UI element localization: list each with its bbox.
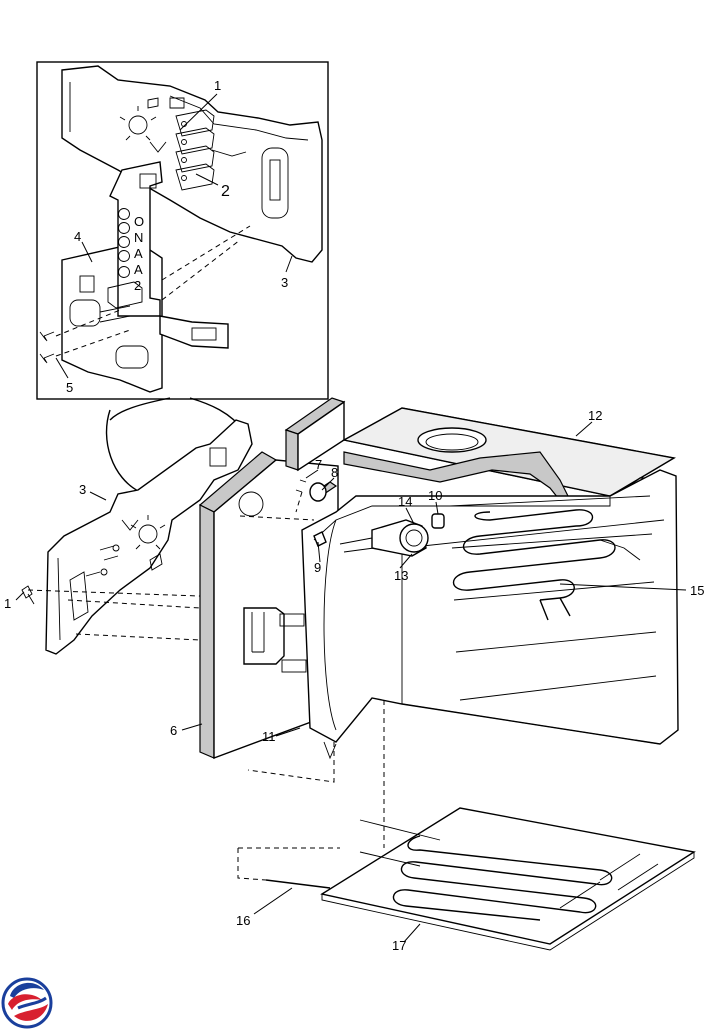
panel-mark-d: A	[134, 262, 143, 277]
callout-inset-1: 1	[214, 78, 221, 93]
callout-12: 12	[588, 408, 602, 423]
leader-inset-4	[81, 241, 93, 263]
callout-15: 15	[690, 583, 704, 598]
back-plate	[45, 419, 253, 655]
callout-9: 9	[314, 560, 321, 575]
callout-6: 6	[170, 723, 177, 738]
inset-frame	[36, 61, 329, 400]
callout-17: 17	[392, 938, 406, 953]
panel-mark-b: N	[134, 230, 143, 245]
callout-13: 13	[394, 568, 408, 583]
leader-inset-2	[195, 173, 219, 186]
callout-3: 3	[79, 482, 86, 497]
callout-inset-4: 4	[74, 229, 81, 244]
alignment-lines	[27, 491, 385, 881]
callout-labels: 1 3 6 7 8 9 10 11 12 13 14 15 16 17	[4, 408, 704, 953]
magnifier-circle	[105, 397, 246, 493]
panel-mark-e: 2	[134, 278, 141, 293]
inset-terminal-block	[175, 109, 215, 191]
callout-inset-5: 5	[66, 380, 73, 395]
callout-7: 7	[315, 457, 322, 472]
connector-part-9	[313, 531, 327, 547]
leader-inset-1	[179, 93, 218, 131]
callout-8: 8	[331, 465, 338, 480]
element-rod-part-16	[265, 879, 331, 889]
callout-16: 16	[236, 913, 250, 928]
oven-cavity	[301, 407, 679, 760]
callout-11: 11	[262, 729, 276, 744]
screw-part-1	[21, 585, 35, 605]
leaders	[15, 421, 687, 943]
bottom-element-tray	[320, 807, 696, 951]
callout-10: 10	[428, 488, 442, 503]
callout-14: 14	[398, 494, 412, 509]
panel-mark-a: O	[134, 214, 144, 229]
leader-inset-5	[55, 357, 69, 379]
thermostat-part-8	[295, 479, 327, 502]
leader-inset-3	[285, 255, 293, 273]
inset-detail: O N A A 2 1 2 3 4 5	[36, 61, 329, 400]
inset-connector-plug	[159, 315, 229, 349]
lamp-part-10	[431, 513, 445, 529]
callout-inset-2: 2	[221, 183, 230, 200]
brand-logo	[1, 977, 53, 1029]
inset-back-plate	[61, 65, 323, 263]
callout-inset-3: 3	[281, 275, 288, 290]
panel-mark-c: A	[134, 246, 143, 261]
callout-1: 1	[4, 596, 11, 611]
